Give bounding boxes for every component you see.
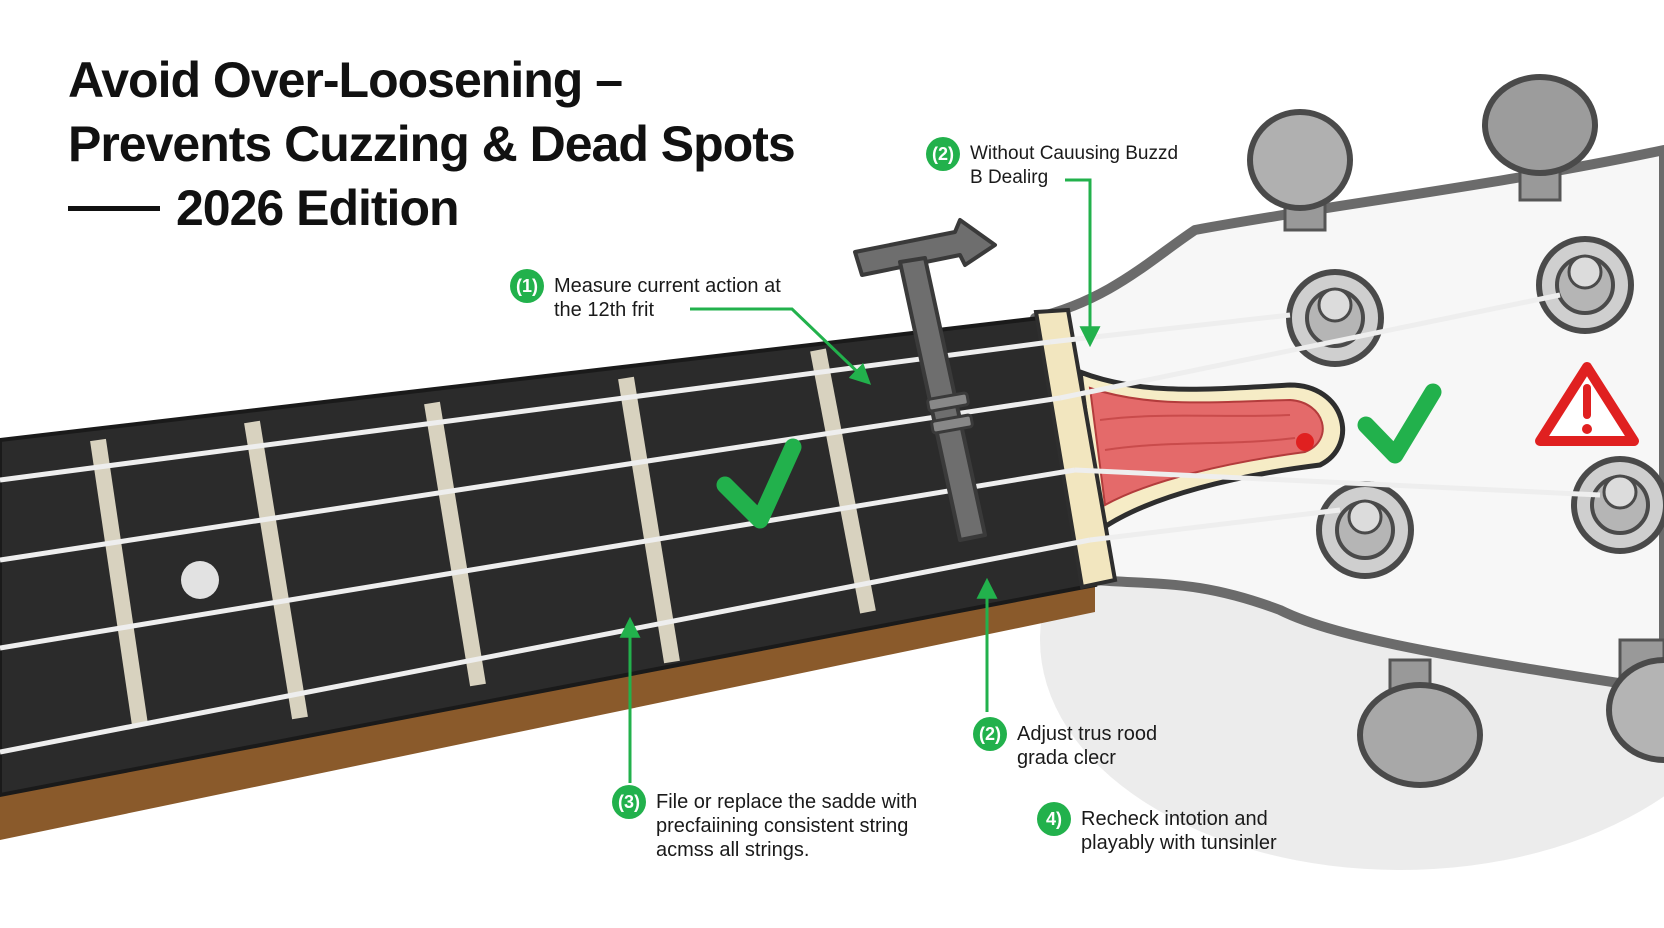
warning-icon: [1535, 362, 1639, 446]
callout-line: precfaiining consistent string: [656, 815, 909, 837]
callout-line: the 12th frit: [554, 299, 655, 321]
step-number-badge: (2): [926, 137, 960, 171]
title-edition: 2026 Edition: [176, 180, 460, 236]
title-edition-row: 2026 Edition: [68, 176, 795, 240]
fretboard-edge: [0, 585, 1095, 840]
truss-rod-wrench-icon: [853, 218, 997, 542]
callout-line: Without Cauusing Buzzd: [970, 143, 1179, 164]
callout-text: Recheck intotion and playably with tunsi…: [1081, 807, 1277, 855]
callout-line: B Dealirg: [970, 167, 1049, 188]
checkmark-icon: [1357, 383, 1442, 464]
tuning-peg-icon: [1606, 638, 1664, 763]
step-number-badge: (2): [973, 717, 1007, 751]
tuner-post: [1286, 269, 1384, 367]
title-line-1: Avoid Over-Loosening –: [68, 52, 623, 108]
callout-file-saddle: (3) File or replace the sadde with precf…: [612, 785, 917, 862]
callout-recheck-intonation: 4) Recheck intotion and playably with tu…: [1037, 802, 1277, 855]
callout-line: acmss all strings.: [656, 839, 810, 861]
tuning-peg-icon: [1482, 74, 1598, 202]
callout-text: Without Cauusing Buzzd B Dealirg: [970, 142, 1178, 190]
nut: [1033, 307, 1118, 590]
callout-adjust-truss-rod: (2) Adjust trus rood grada clecr: [973, 717, 1157, 770]
step-number-badge: 4): [1037, 802, 1071, 836]
callout-text: File or replace the sadde with precfaiin…: [656, 790, 917, 862]
callout-without-buzz: (2) Without Cauusing Buzzd B Dealirg: [926, 137, 1178, 190]
callout-text: Adjust trus rood grada clecr: [1017, 722, 1157, 770]
page-title: Avoid Over-Loosening – Prevents Cuzzing …: [68, 48, 796, 240]
callout-line: grada clecr: [1017, 747, 1116, 769]
tuning-peg-icon: [1357, 658, 1483, 788]
callout-text: Measure current action at the 12th frit: [554, 274, 781, 322]
frets: [90, 348, 876, 727]
tuner-post: [1536, 236, 1634, 334]
step-number-badge: (3): [612, 785, 646, 819]
callout-arrows: [619, 178, 1101, 783]
checkmark-icon: [716, 438, 802, 529]
title-line-2: Prevents Cuzzing & Dead Spots: [68, 116, 796, 172]
callout-line: playably with tunsinler: [1081, 832, 1277, 854]
title-dash: [68, 205, 160, 211]
tuning-peg-icon: [1247, 109, 1353, 232]
callout-line: Recheck intotion and: [1081, 808, 1268, 830]
tuner-post: [1316, 481, 1414, 579]
fret-marker-dot: [181, 561, 219, 599]
callout-measure-action: (1) Measure current action at the 12th f…: [510, 269, 781, 322]
callout-line: Measure current action at: [554, 275, 781, 297]
callout-line: File or replace the sadde with: [656, 791, 918, 813]
callout-line: Adjust trus rood: [1017, 723, 1158, 745]
headstock: [1030, 145, 1664, 695]
tuner-post: [1571, 456, 1664, 554]
step-number-badge: (1): [510, 269, 544, 303]
